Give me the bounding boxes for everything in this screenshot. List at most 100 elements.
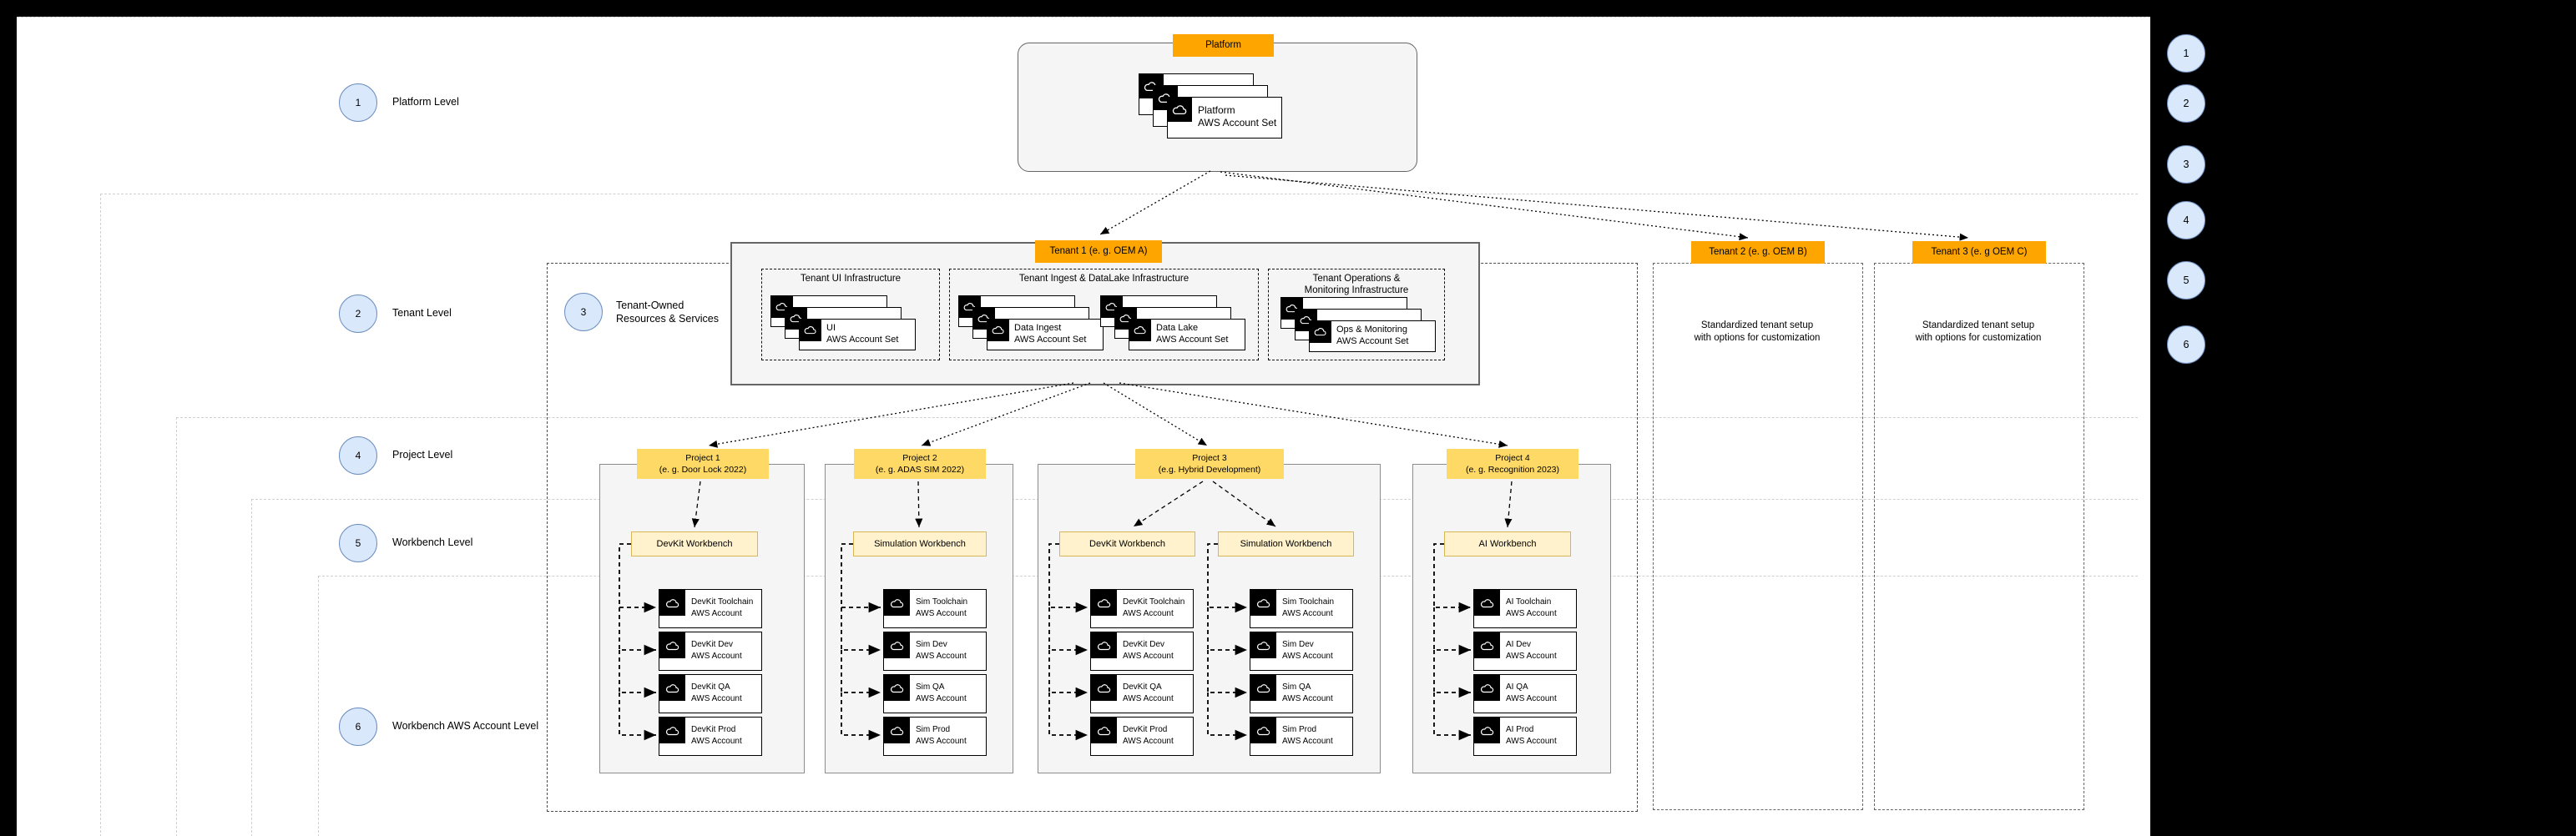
account-set-card-front: Ops & Monitoring AWS Account Set: [1309, 320, 1436, 352]
account-line1: DevKit Dev: [1123, 640, 1165, 649]
level-marker-2: 2: [339, 295, 377, 333]
platform-account-set: Platform AWS Account Set: [1139, 73, 1282, 138]
account-line1: Sim Toolchain: [916, 597, 968, 607]
set-line2: AWS Account Set: [1336, 336, 1409, 346]
tenant3-desc-line2: with options for customization: [1915, 333, 2042, 343]
account-line1: AI Toolchain: [1506, 597, 1552, 607]
aws-cloud-icon: [799, 319, 821, 341]
aws-cloud-icon: [659, 590, 685, 616]
side-marker-2: 2: [2167, 84, 2205, 123]
aws-cloud-icon: [884, 632, 910, 658]
aws-cloud-icon: [1474, 675, 1500, 701]
side-marker-6: 6: [2167, 325, 2205, 364]
account-line2: AWS Account: [1506, 737, 1557, 746]
side-marker-4: 4: [2167, 201, 2205, 239]
aws-cloud-icon: [1091, 590, 1117, 616]
aws-cloud-icon: [1091, 718, 1117, 743]
account-line2: AWS Account: [916, 609, 967, 618]
set-line1: UI: [826, 323, 836, 333]
level-label-workbench: Workbench Level: [392, 536, 473, 548]
account-line2: AWS Account: [1123, 694, 1174, 703]
project1-label: Project 1 (e. g. Door Lock 2022): [637, 449, 769, 479]
project3-label: Project 3 (e.g. Hybrid Development): [1135, 449, 1284, 479]
set-line1: Data Ingest: [1014, 323, 1062, 333]
project-label-line2: (e. g. Recognition 2023): [1465, 465, 1560, 475]
tenant2-label: Tenant 2 (e. g. OEM B): [1691, 241, 1825, 264]
account-set-label: Platform AWS Account Set: [1198, 104, 1276, 129]
project4-ai-workbench: AI Workbench: [1444, 531, 1571, 556]
aws-cloud-icon: [1091, 675, 1117, 701]
account-set-label: UI AWS Account Set: [826, 322, 898, 345]
project-label-line2: (e. g. Door Lock 2022): [659, 465, 747, 475]
side-marker-3: 3: [2167, 145, 2205, 184]
level-marker-4: 4: [339, 436, 377, 475]
aws-cloud-icon: [659, 718, 685, 743]
project-label-line2: (e. g. ADAS SIM 2022): [875, 465, 965, 475]
side-panel: [2150, 0, 2576, 836]
aws-cloud-icon: [1474, 590, 1500, 616]
account-line2: AWS Account: [1282, 609, 1333, 618]
account-line1: DevKit QA: [1123, 682, 1162, 692]
aws-cloud-icon: [1091, 632, 1117, 658]
set-line2: AWS Account Set: [1014, 335, 1087, 345]
account-line1: DevKit Prod: [1123, 725, 1168, 734]
set-line1: Ops & Monitoring: [1336, 325, 1407, 335]
account-line2: AWS Account: [691, 609, 742, 618]
account-line2: AWS Account: [691, 737, 742, 746]
project1-devkit-workbench: DevKit Workbench: [631, 531, 758, 556]
account-line1: Sim Prod: [1282, 725, 1317, 734]
level-label-tenant-owned: Tenant-Owned Resources & Services: [616, 299, 719, 325]
account-line2: AWS Account: [916, 652, 967, 661]
tenant3-desc-line1: Standardized tenant setup: [1922, 320, 2035, 330]
group-title: Tenant UI Infrastructure: [762, 273, 939, 285]
account-line1: DevKit QA: [691, 682, 730, 692]
account-line2: AWS Account: [691, 694, 742, 703]
account-line2: AWS Account: [1123, 609, 1174, 618]
tenant-ingest-datalake-group: Tenant Ingest & DataLake Infrastructure: [949, 269, 1259, 360]
tenant-ops-monitoring-group: Tenant Operations & Monitoring Infrastru…: [1268, 269, 1445, 360]
aws-cloud-icon: [1250, 590, 1276, 616]
side-marker-5: 5: [2167, 261, 2205, 300]
project-label-line1: Project 3: [1192, 453, 1227, 463]
side-marker-1: 1: [2167, 34, 2205, 73]
account-line2: AWS Account: [916, 737, 967, 746]
aws-cloud-icon: [1474, 718, 1500, 743]
account-line1: Sim Prod: [916, 725, 951, 734]
set-line2: AWS Account Set: [1198, 117, 1277, 128]
aws-cloud-icon: [884, 675, 910, 701]
aws-cloud-icon: [884, 590, 910, 616]
level-marker-6: 6: [339, 708, 377, 746]
level-label-account: Workbench AWS Account Level: [392, 720, 539, 732]
group-title: Tenant Ingest & DataLake Infrastructure: [950, 273, 1258, 285]
project3-simulation-workbench: Simulation Workbench: [1218, 531, 1354, 556]
aws-cloud-icon: [884, 718, 910, 743]
account-line2: AWS Account: [1123, 737, 1174, 746]
set-line2: AWS Account Set: [826, 335, 899, 345]
account-line1: DevKit Toolchain: [691, 597, 754, 607]
account-line2: AWS Account: [1506, 694, 1557, 703]
account-line1: DevKit Toolchain: [1123, 597, 1185, 607]
account-set-card-front: Data Lake AWS Account Set: [1129, 319, 1245, 350]
set-line1: Data Lake: [1156, 323, 1199, 333]
set-line1: Platform: [1198, 104, 1235, 116]
group-title-line1: Tenant UI Infrastructure: [800, 274, 902, 284]
tenant-owned-line2: Resources & Services: [616, 313, 719, 325]
account-set-label: Data Ingest AWS Account Set: [1014, 322, 1086, 345]
account-line2: AWS Account: [1282, 737, 1333, 746]
account-line1: Sim Dev: [916, 640, 947, 649]
account-line1: AI QA: [1506, 682, 1528, 692]
account-set-label: Data Lake AWS Account Set: [1156, 322, 1228, 345]
tenant3-label: Tenant 3 (e. g OEM C): [1912, 241, 2046, 264]
tenant-owned-line1: Tenant-Owned: [616, 300, 684, 311]
group-title-line1: Tenant Ingest & DataLake Infrastructure: [1018, 274, 1190, 284]
frame-top: [0, 0, 2576, 17]
project-label-line1: Project 2: [902, 453, 937, 463]
